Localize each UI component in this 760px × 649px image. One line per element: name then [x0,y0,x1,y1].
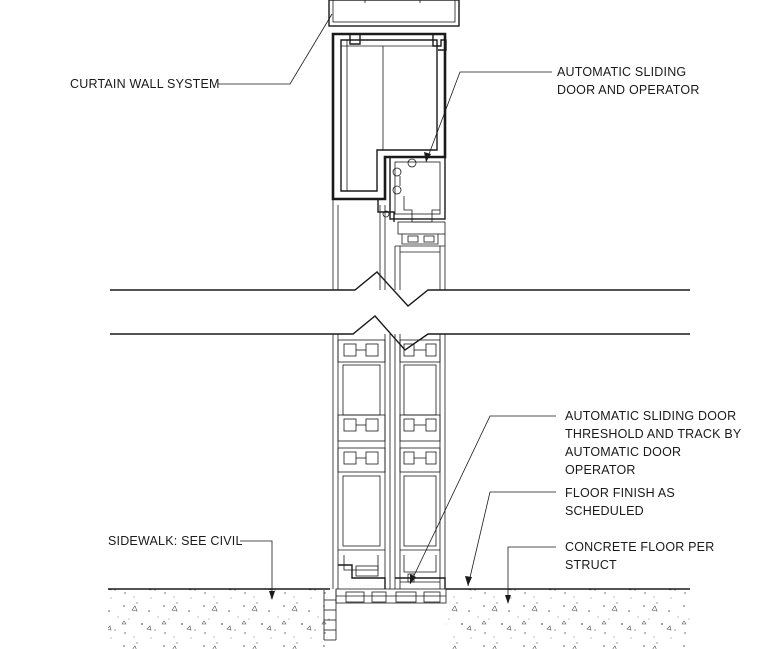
left-rails [337,339,386,571]
floor-finish-arrow [465,576,472,586]
threshold-label-line-4: OPERATOR [565,463,636,477]
ground-slab [108,588,690,649]
leader-lines [218,13,556,604]
concrete-floor-arrow [505,595,511,604]
floor-finish-label-line-1: FLOOR FINISH AS [565,486,675,500]
floor-finish-label-line-2: SCHEDULED [565,504,644,518]
sidewalk-arrow [269,591,275,600]
concrete-floor-hatch [446,589,690,649]
door-operator-label-line-1: AUTOMATIC SLIDING [557,65,686,79]
concrete-floor-label-line-1: CONCRETE FLOOR PER [565,540,714,554]
curtain-wall-leader [218,13,333,85]
threshold-arrow [410,574,416,584]
threshold-label-line-2: THRESHOLD AND TRACK BY [565,427,742,441]
upper-mullions [332,199,446,290]
door-operator-leader [425,71,552,163]
curtain-wall-head [328,0,460,245]
break-lines [110,271,690,351]
annotation-labels: CURTAIN WALL SYSTEM AUTOMATIC SLIDING DO… [70,65,742,572]
door-rails [399,339,441,573]
sidewalk-label: SIDEWALK: SEE CIVIL [108,534,243,548]
threshold-label-line-1: AUTOMATIC SLIDING DOOR [565,409,736,423]
sidewalk-hatch [108,589,330,649]
curtain-wall-label: CURTAIN WALL SYSTEM [70,77,220,91]
threshold-block [335,588,447,604]
concrete-floor-label-line-2: STRUCT [565,558,617,572]
threshold-leader [409,415,556,585]
door-operator-label-line-2: DOOR AND OPERATOR [557,83,700,97]
sidewalk-leader [240,540,273,596]
floor-finish-leader [467,491,556,587]
threshold-label-line-3: AUTOMATIC DOOR [565,445,681,459]
bottom-sill [338,564,446,589]
door-operator-arrow [424,152,431,162]
lower-frames [332,334,446,589]
concrete-floor-leader [507,546,556,600]
